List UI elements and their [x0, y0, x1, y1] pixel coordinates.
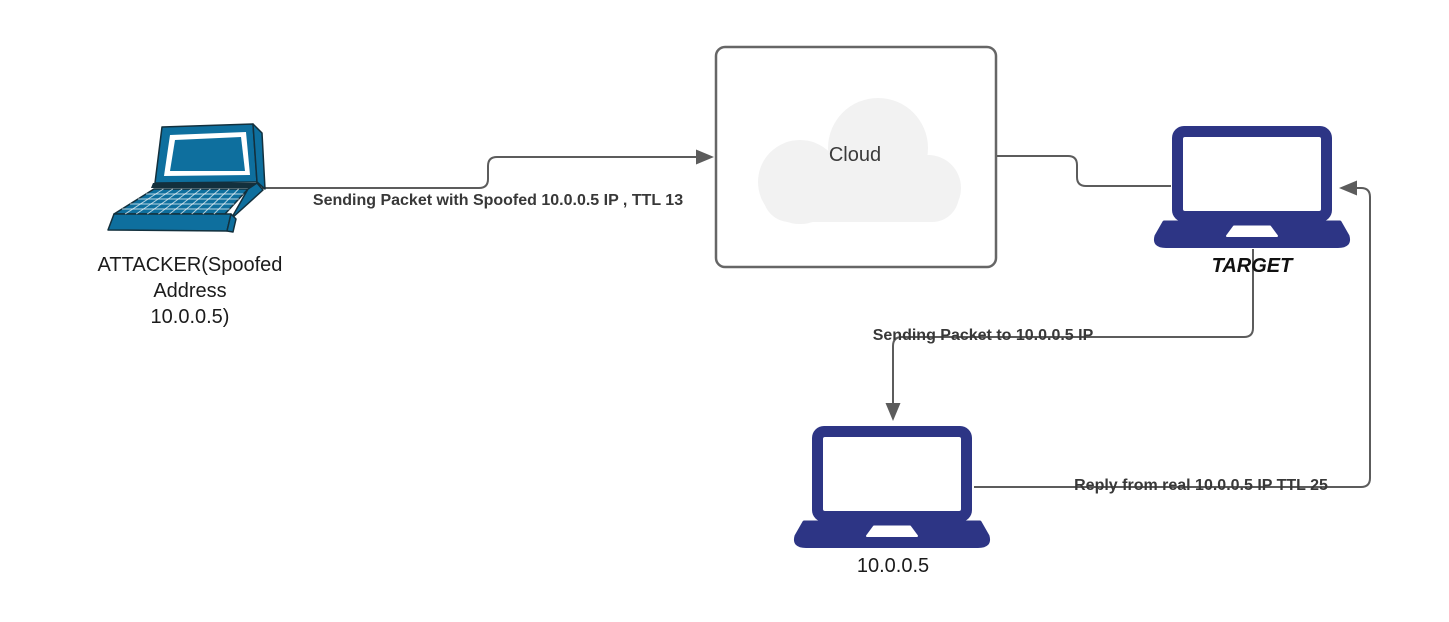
keyboard-grid [122, 188, 244, 215]
edge-line [262, 156, 696, 189]
arrowhead-left-icon [1339, 180, 1357, 196]
cloud-label: Cloud [828, 144, 882, 166]
target-laptop-icon [1153, 124, 1351, 248]
edge-label-sending-packet: Sending Packet to 10.0.0.5 IP [872, 327, 1094, 344]
host-label: 10.0.0.5 [856, 555, 930, 577]
edge-host-to-target [974, 180, 1371, 488]
arrowhead-down-icon [885, 403, 901, 421]
attacker-label: ATTACKER(Spoofed Address 10.0.0.5) [97, 254, 283, 328]
edge-line [997, 155, 1171, 187]
edge-label-spoofed-packet: Sending Packet with Spoofed 10.0.0.5 IP … [312, 192, 684, 209]
edge-line [892, 249, 1254, 403]
arrowhead-right-icon [696, 149, 714, 165]
edge-attacker-to-cloud [262, 149, 714, 189]
attacker-laptop-icon [107, 123, 266, 233]
cloud-node [714, 45, 998, 269]
edge-line [974, 187, 1371, 488]
edge-target-to-host [885, 249, 1254, 421]
host-laptop-icon [793, 424, 991, 548]
cloud-icon [758, 98, 961, 224]
edge-label-reply: Reply from real 10.0.0.5 IP TTL 25 [1074, 477, 1328, 494]
edge-cloud-to-target [997, 155, 1171, 187]
target-label: TARGET [1211, 255, 1293, 277]
